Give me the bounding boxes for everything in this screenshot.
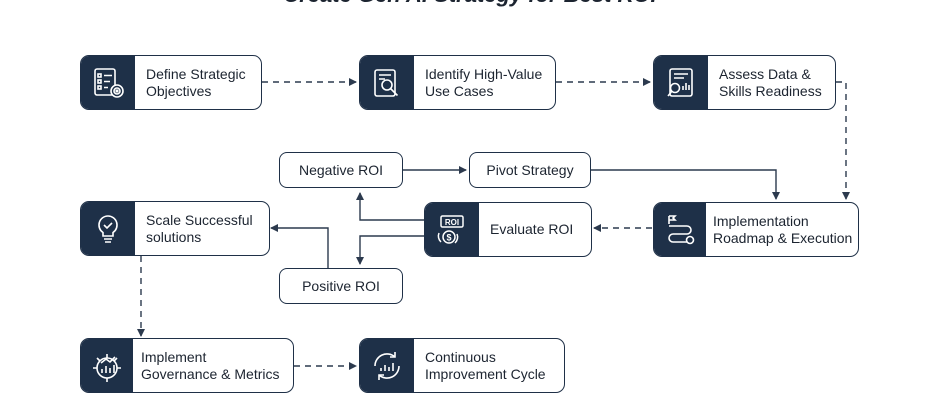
svg-text:ROI: ROI	[445, 218, 459, 227]
node-governance-metrics: Implement Governance & Metrics	[80, 338, 294, 393]
arrow-assess-to-roadmap	[836, 81, 850, 200]
arrow-pivot-to-roadmap	[591, 169, 780, 200]
node-continuous-improvement: Continuous Improvement Cycle	[359, 338, 565, 393]
node-label: Continuous Improvement Cycle	[425, 348, 546, 382]
gear-chart-icon	[81, 339, 133, 392]
checklist-target-icon	[81, 56, 135, 109]
negative-roi-box: Negative ROI	[279, 152, 403, 188]
node-label: Define Strategic Objectives	[146, 65, 246, 99]
lightbulb-check-icon	[81, 202, 135, 255]
pivot-strategy-box: Pivot Strategy	[469, 152, 591, 188]
positive-roi-box: Positive ROI	[279, 268, 403, 304]
node-label: Implementation Roadmap & Execution	[713, 212, 853, 246]
document-search-icon	[360, 56, 414, 109]
arrow-positive-to-scale	[270, 224, 329, 268]
arrow-evaluate-to-negative	[356, 192, 424, 221]
node-roadmap-execution: Implementation Roadmap & Execution	[653, 202, 859, 257]
cycle-arrows-icon	[360, 339, 414, 392]
node-scale-solutions: Scale Successful solutions	[80, 201, 270, 256]
report-magnifier-icon	[654, 56, 708, 109]
roadmap-path-icon	[654, 203, 706, 256]
node-label: Assess Data & Skills Readiness	[719, 65, 822, 99]
arrow-evaluate-to-positive	[356, 235, 424, 265]
node-label: Evaluate ROI	[490, 221, 574, 237]
node-label: Scale Successful solutions	[146, 211, 253, 245]
node-label: Implement Governance & Metrics	[141, 348, 280, 382]
node-assess-readiness: Assess Data & Skills Readiness	[653, 55, 836, 110]
node-label: Identify High-Value Use Cases	[425, 65, 543, 99]
svg-text:$: $	[446, 232, 451, 242]
node-identify-use-cases: Identify High-Value Use Cases	[359, 55, 556, 110]
node-evaluate-roi: ROI $ Evaluate ROI	[424, 202, 592, 257]
node-define-objectives: Define Strategic Objectives	[80, 55, 262, 110]
diagram-title: Create Gen AI Strategy for Best ROI	[0, 0, 940, 8]
roi-coin-icon: ROI $	[425, 203, 479, 256]
